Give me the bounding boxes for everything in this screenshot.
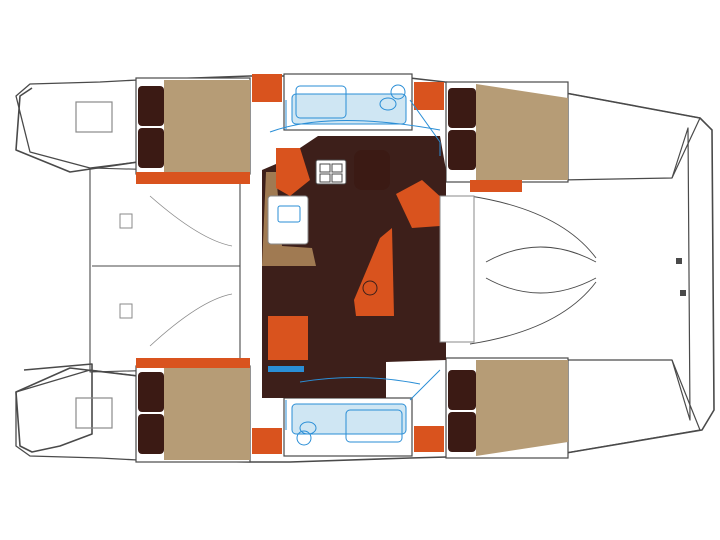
cushion-aft-bottom-1 <box>138 372 164 412</box>
bed-aft-top <box>164 80 250 172</box>
foredeck-arc-bottom <box>469 281 597 345</box>
galley-sink-basin <box>277 205 301 223</box>
orange-block-head-top-left <box>252 74 282 102</box>
stern-block-bottom <box>15 369 139 461</box>
sink-icon-top <box>390 84 406 100</box>
stern-block-top <box>15 79 139 169</box>
cabins <box>135 77 569 463</box>
cooktop-icon <box>319 163 343 183</box>
orange-locker-aft <box>268 316 308 360</box>
stair-curve-bottom <box>299 376 421 385</box>
bed-fwd-bottom <box>476 360 568 456</box>
helm-seat <box>354 150 390 190</box>
bed-fwd-top <box>476 84 568 180</box>
stern-hatch-bottom <box>75 397 113 429</box>
bow-trampoline <box>559 91 701 455</box>
sink-icon-bottom <box>296 430 312 446</box>
cushion-fwd-bottom-2 <box>448 412 476 452</box>
saloon-table <box>354 228 394 316</box>
head-top-panel <box>291 93 407 125</box>
orange-block-head-bottom-left <box>252 428 282 454</box>
orange-block-head-bottom-right <box>414 426 444 452</box>
cockpit-seat-top <box>119 213 133 229</box>
head-bottom-shower <box>345 409 403 443</box>
bed-aft-bottom <box>164 368 250 460</box>
cushion-fwd-top-2 <box>448 130 476 170</box>
cockpit-bench-bottom <box>149 293 233 347</box>
orange-shelf-fwd-top <box>470 180 522 192</box>
head-top-shower <box>295 85 347 119</box>
teal-accent-bar <box>268 366 304 372</box>
cleat-top <box>676 258 682 264</box>
stair-curve-top <box>269 120 441 133</box>
bow-crossbeam <box>671 127 691 421</box>
orange-block-head-top-right <box>414 82 444 110</box>
blue-accents <box>285 99 441 430</box>
orange-seat-galley <box>276 148 310 196</box>
cockpit-seat-bottom <box>119 303 133 319</box>
heads <box>252 73 444 457</box>
foredeck-arc-top <box>469 195 597 259</box>
orange-seat-nav <box>396 180 444 228</box>
orange-shelf-aft-top <box>136 172 250 184</box>
cushion-aft-top-2 <box>138 128 164 168</box>
blue-line-bottom <box>285 369 441 430</box>
head-bottom-panel <box>291 403 407 435</box>
cushion-aft-top-1 <box>138 86 164 126</box>
stern-hatch-top <box>75 101 113 133</box>
blue-line-top <box>285 99 441 156</box>
helm-wheel-icon <box>362 280 378 296</box>
cockpit-outline <box>89 167 241 373</box>
bow-fittings <box>676 258 686 296</box>
toilet-icon-top <box>379 97 397 111</box>
cockpit-bench-top <box>149 195 233 247</box>
forward-bench <box>439 195 475 343</box>
cushion-fwd-top-1 <box>448 88 476 128</box>
foredeck-arc-mid <box>485 246 597 294</box>
saloon <box>262 120 475 398</box>
orange-shelf-aft-bottom <box>136 358 250 368</box>
galley-stove <box>315 159 347 185</box>
galley-sink <box>267 195 309 245</box>
cushion-aft-bottom-2 <box>138 414 164 454</box>
cleat-bottom <box>680 290 686 296</box>
cushion-fwd-bottom-1 <box>448 370 476 410</box>
cockpit <box>75 101 233 429</box>
toilet-icon-bottom <box>299 421 317 435</box>
